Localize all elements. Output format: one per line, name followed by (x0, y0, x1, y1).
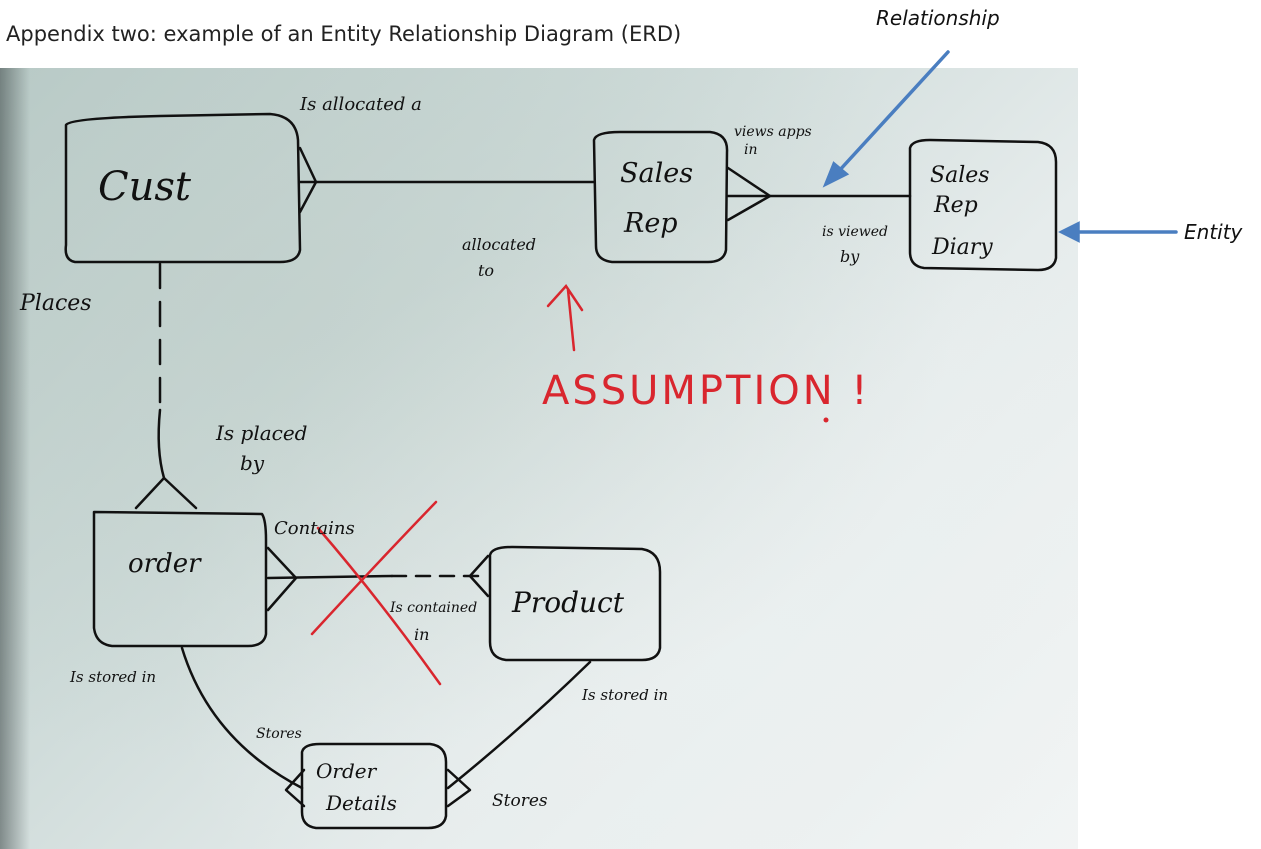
cust-entity-box (64, 112, 302, 264)
places-label: Places (19, 291, 92, 316)
is-contained-label-line1: Is contained (389, 600, 477, 616)
diary-label-line2: Rep (933, 193, 978, 218)
cust-crowsfoot (298, 146, 318, 214)
sales-rep-label-line2: Rep (623, 208, 678, 239)
details-crowsfoot-left (284, 768, 306, 808)
order-details-line (180, 646, 304, 790)
entity-callout-label: Entity (1184, 220, 1243, 244)
is-viewed-label-line2: by (840, 247, 860, 266)
red-cross-stroke-2 (310, 500, 438, 636)
page-heading: Appendix two: example of an Entity Relat… (6, 22, 682, 46)
product-entity-box (488, 545, 662, 662)
salesrep-crowsfoot (726, 166, 772, 222)
stores-order-label: Stores (256, 726, 302, 742)
relationship-arrow-line (836, 50, 950, 174)
allocated-to-label-line1: allocated (462, 235, 536, 254)
cust-order-line-solid (157, 408, 166, 480)
order-entity-box (92, 510, 268, 648)
is-stored-in-order-label: Is stored in (69, 668, 156, 686)
is-allocated-a-label: Is allocated a (299, 94, 422, 115)
order-product-crowsfoot-order (266, 546, 298, 612)
is-viewed-label-line1: is viewed (822, 224, 888, 240)
red-cross-stroke-1 (316, 526, 442, 686)
order-product-line (266, 574, 394, 580)
assumption-dot (823, 417, 829, 423)
details-label-line1: Order (316, 759, 378, 783)
diary-label-line1: Sales (930, 163, 990, 188)
details-label-line2: Details (325, 791, 397, 815)
relationship-arrow-head (822, 161, 850, 188)
relationship-callout-label: Relationship (876, 6, 1000, 30)
is-stored-in-product-label: Is stored in (581, 686, 668, 704)
order-product-crowsfoot-product (468, 554, 490, 598)
is-contained-label-line2: in (414, 625, 429, 644)
order-crowsfoot (134, 476, 198, 510)
stores-product-label: Stores (492, 791, 548, 811)
views-apps-label-line1: views apps (734, 124, 812, 140)
views-apps-label-line2: in (744, 142, 758, 158)
details-crowsfoot-right (446, 768, 472, 808)
assumption-arrow (546, 283, 584, 352)
is-placed-label-line1: Is placed (215, 421, 307, 445)
contains-label: Contains (274, 518, 355, 539)
whiteboard-photo (0, 68, 1078, 849)
order-label: order (128, 549, 202, 579)
is-placed-label-line2: by (240, 451, 265, 475)
product-details-line (446, 660, 592, 790)
diary-entity-box (908, 138, 1058, 272)
order-details-entity-box (300, 742, 448, 830)
sales-rep-label-line1: Sales (620, 158, 693, 189)
assumption-label: ASSUMPTION ! (542, 368, 870, 414)
product-label: Product (511, 586, 625, 619)
cust-label: Cust (98, 164, 192, 210)
entity-arrow-head (1058, 221, 1080, 243)
sales-rep-entity-box (592, 130, 729, 264)
diary-label-line3: Diary (931, 235, 993, 260)
allocated-to-label-line2: to (478, 261, 494, 280)
